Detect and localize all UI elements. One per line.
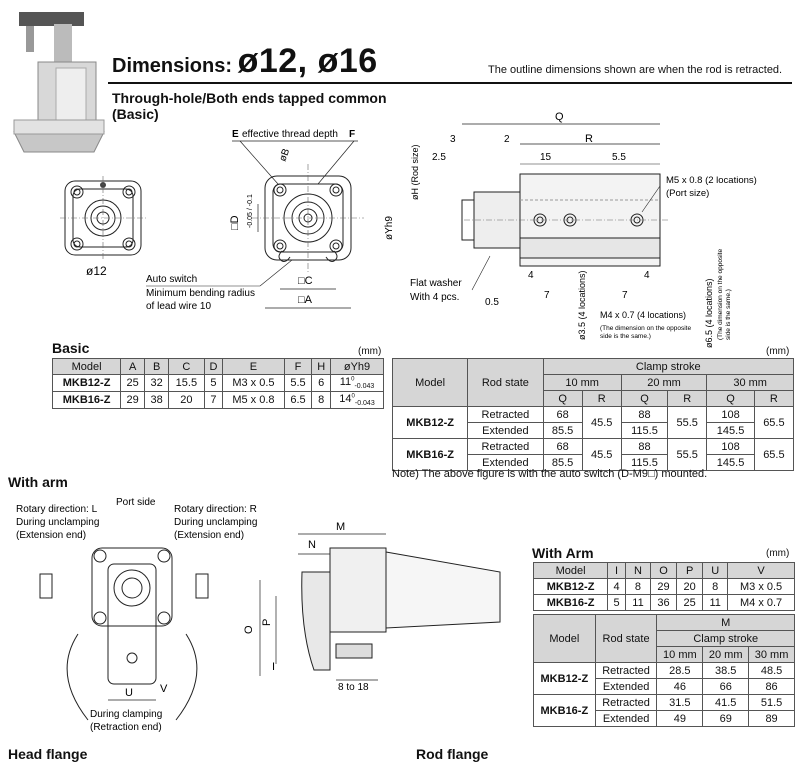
svg-text:Q: Q bbox=[555, 111, 564, 123]
svg-text:øYh9: øYh9 bbox=[384, 216, 395, 240]
svg-text:ø3.5 (4 locations): ø3.5 (4 locations) bbox=[577, 270, 587, 340]
svg-text:2.5: 2.5 bbox=[432, 152, 446, 163]
svg-text:4: 4 bbox=[528, 270, 534, 281]
svg-text:side is the same.): side is the same.) bbox=[725, 289, 732, 340]
svg-text:(The dimension on the opposite: (The dimension on the opposite bbox=[600, 325, 691, 332]
svg-text:I: I bbox=[272, 661, 275, 673]
svg-text:0.5: 0.5 bbox=[485, 297, 499, 308]
svg-text:of lead wire 10: of lead wire 10 bbox=[146, 301, 211, 312]
svg-text:U: U bbox=[125, 687, 133, 699]
svg-text:-0.05 / -0.1: -0.05 / -0.1 bbox=[247, 194, 254, 228]
svg-text:5.5: 5.5 bbox=[612, 152, 626, 163]
svg-text:(Extension end): (Extension end) bbox=[174, 530, 244, 541]
svg-text:R: R bbox=[585, 133, 593, 145]
end-view-main: E effective thread depth F øB □D -0.05 /… bbox=[146, 129, 364, 312]
svg-text:O: O bbox=[243, 625, 255, 634]
svg-text:3: 3 bbox=[450, 134, 456, 145]
header-note: The outline dimensions shown are when th… bbox=[488, 64, 783, 76]
svg-text:□A: □A bbox=[298, 294, 313, 306]
stroke-table-unit: (mm) bbox=[766, 346, 790, 357]
svg-text:□C: □C bbox=[298, 275, 313, 287]
svg-text:effective thread depth: effective thread depth bbox=[242, 129, 338, 140]
svg-text:V: V bbox=[160, 683, 168, 695]
arm-side-view: M N O P I 8 to 18 bbox=[243, 521, 501, 693]
product-photo bbox=[4, 2, 116, 162]
svg-text:M4 x 0.7 (4 locations): M4 x 0.7 (4 locations) bbox=[600, 310, 686, 320]
svg-text:Auto switch: Auto switch bbox=[146, 274, 197, 285]
svg-text:2: 2 bbox=[504, 134, 510, 145]
svg-text:M: M bbox=[336, 521, 345, 533]
svg-text:P: P bbox=[261, 619, 273, 626]
svg-text:Port side: Port side bbox=[116, 497, 156, 508]
arm-table-title: With Arm bbox=[532, 545, 594, 561]
svg-text:F: F bbox=[349, 129, 355, 140]
arm-section-title: With arm bbox=[8, 474, 68, 490]
svg-text:7: 7 bbox=[622, 290, 628, 301]
stroke-note: Note) The above figure is with the auto … bbox=[392, 468, 708, 480]
svg-text:With 4 pcs.: With 4 pcs. bbox=[410, 292, 459, 303]
arm-front-view: Rotary direction: L During unclamping (E… bbox=[16, 497, 257, 733]
svg-text:M5 x 0.8 (2 locations): M5 x 0.8 (2 locations) bbox=[666, 175, 757, 186]
head-flange-title: Head flange bbox=[8, 746, 88, 762]
svg-text:side is the same.): side is the same.) bbox=[600, 333, 651, 340]
svg-text:øB: øB bbox=[277, 147, 292, 163]
svg-text:(Port size): (Port size) bbox=[666, 188, 709, 199]
basic-table-unit: (mm) bbox=[358, 346, 382, 357]
svg-text:(The dimension on the opposite: (The dimension on the opposite bbox=[717, 249, 724, 340]
svg-text:Minimum bending radius: Minimum bending radius bbox=[146, 288, 255, 299]
arm-table-unit: (mm) bbox=[766, 548, 790, 559]
bore12-label: ø12 bbox=[86, 264, 107, 278]
svg-text:(Extension end): (Extension end) bbox=[16, 530, 86, 541]
header-rule bbox=[108, 82, 792, 84]
svg-text:E: E bbox=[232, 129, 239, 140]
end-view-small: ø12 bbox=[60, 176, 148, 278]
svg-text:4: 4 bbox=[644, 270, 650, 281]
svg-text:N: N bbox=[308, 539, 316, 551]
side-view: Q 3 2 R 2.5 15 5.5 øH (Rod size) øYh9 M5… bbox=[384, 111, 757, 348]
rod-flange-title: Rod flange bbox=[416, 746, 489, 762]
svg-text:During unclamping: During unclamping bbox=[16, 517, 99, 528]
svg-text:□D: □D bbox=[229, 215, 241, 230]
svg-text:Flat washer: Flat washer bbox=[410, 278, 462, 289]
svg-text:(Retraction end): (Retraction end) bbox=[90, 722, 162, 733]
basic-section-title: Through-hole/Both ends tapped common (Ba… bbox=[112, 90, 387, 122]
basic-table-title: Basic bbox=[52, 340, 90, 356]
svg-text:Rotary direction: L: Rotary direction: L bbox=[16, 504, 98, 515]
svg-text:During clamping: During clamping bbox=[90, 709, 162, 720]
svg-text:øH (Rod size): øH (Rod size) bbox=[410, 144, 420, 200]
svg-text:Rotary direction: R: Rotary direction: R bbox=[174, 504, 257, 515]
svg-text:8 to 18: 8 to 18 bbox=[338, 682, 369, 693]
page-title: Dimensions: ø12, ø16 bbox=[112, 42, 378, 80]
svg-text:7: 7 bbox=[544, 290, 550, 301]
svg-text:During unclamping: During unclamping bbox=[174, 517, 257, 528]
svg-text:ø6.5 (4 locations): ø6.5 (4 locations) bbox=[704, 278, 714, 348]
svg-text:15: 15 bbox=[540, 152, 552, 163]
